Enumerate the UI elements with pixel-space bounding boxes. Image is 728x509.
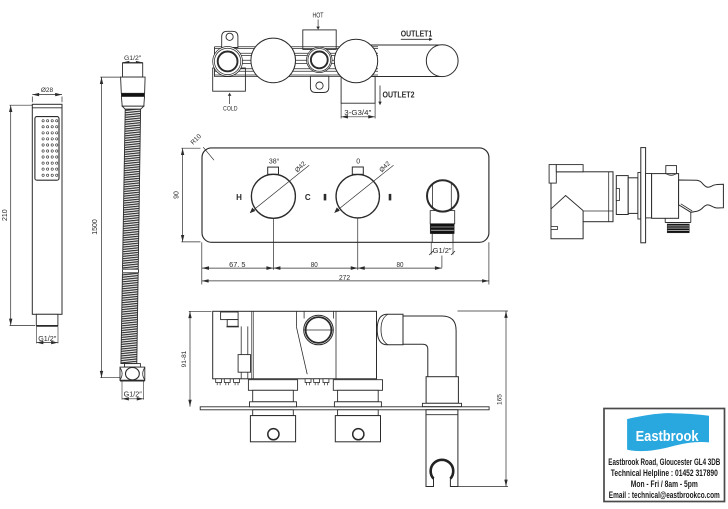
svg-text:Ø28: Ø28 xyxy=(41,87,54,94)
svg-text:Email : technical@eastbrookco.: Email : technical@eastbrookco.com xyxy=(609,490,720,500)
svg-text:90: 90 xyxy=(173,191,180,199)
svg-text:80: 80 xyxy=(397,262,404,269)
svg-text:OUTLET2: OUTLET2 xyxy=(383,89,415,99)
svg-text:G1/2″: G1/2″ xyxy=(38,334,57,343)
svg-text:3-G3/4″: 3-G3/4″ xyxy=(344,110,372,117)
svg-text:Technical Helpline : 01452 317: Technical Helpline : 01452 317890 xyxy=(611,468,718,478)
svg-text:COLD: COLD xyxy=(223,106,238,113)
svg-text:0: 0 xyxy=(356,159,360,166)
svg-text:G1/2″: G1/2″ xyxy=(124,55,142,62)
svg-text:G1/2″: G1/2″ xyxy=(433,248,453,255)
svg-text:38°: 38° xyxy=(269,158,280,166)
svg-text:Eastbrook Road, Gloucester GL4: Eastbrook Road, Gloucester GL4 3DB xyxy=(608,457,720,467)
svg-text:Mon - Fri / 8am - 5pm: Mon - Fri / 8am - 5pm xyxy=(631,479,698,489)
svg-text:91-81: 91-81 xyxy=(181,350,188,367)
svg-text:Eastbrook: Eastbrook xyxy=(636,428,700,445)
svg-text:C: C xyxy=(305,193,311,202)
svg-text:210: 210 xyxy=(2,209,9,221)
svg-text:HOT: HOT xyxy=(313,10,324,19)
svg-text:272: 272 xyxy=(339,275,350,282)
svg-text:67. 5: 67. 5 xyxy=(229,262,246,269)
svg-text:165: 165 xyxy=(497,394,504,405)
svg-text:G1/2″: G1/2″ xyxy=(124,389,143,398)
svg-text:H: H xyxy=(236,193,242,202)
svg-text:80: 80 xyxy=(311,262,318,269)
svg-text:OUTLET1: OUTLET1 xyxy=(401,29,433,39)
svg-text:1500: 1500 xyxy=(92,219,99,235)
